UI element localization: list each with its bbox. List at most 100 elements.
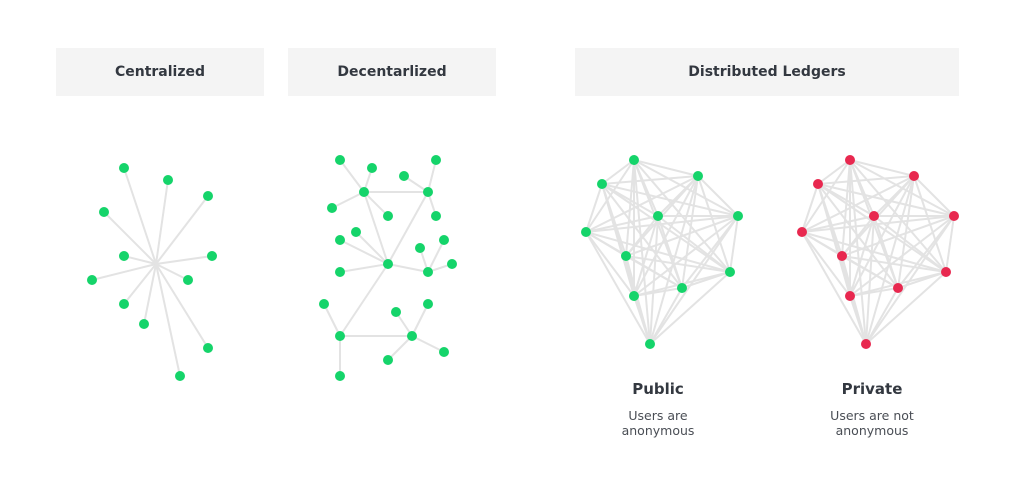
private-node: [949, 211, 959, 221]
public-edge: [649, 271, 731, 345]
private-desc-line2: anonymous: [835, 423, 909, 438]
decentralized-node: [335, 155, 345, 165]
decentralized-node: [327, 203, 337, 213]
private-edge: [865, 175, 915, 345]
decentralized-edge: [387, 191, 429, 265]
centralized-edge: [123, 167, 157, 265]
public-edge: [585, 231, 635, 297]
public-caption: Public Users are anonymous: [578, 380, 738, 438]
public-node: [693, 171, 703, 181]
centralized-edge: [155, 263, 209, 349]
public-node: [597, 179, 607, 189]
centralized-edge: [143, 263, 157, 325]
decentralized-node: [431, 211, 441, 221]
private-edge: [873, 215, 947, 273]
centralized-edge: [123, 263, 157, 305]
private-node: [845, 291, 855, 301]
decentralized-node: [423, 267, 433, 277]
public-edge: [601, 183, 739, 217]
decentralized-edge: [427, 159, 437, 193]
centralized-node: [99, 207, 109, 217]
public-node: [677, 283, 687, 293]
distributed-header: Distributed Ledgers: [575, 48, 959, 96]
private-edge: [801, 231, 947, 273]
private-node: [813, 179, 823, 189]
decentralized-node: [391, 307, 401, 317]
private-desc-line1: Users are not: [830, 408, 914, 423]
decentralized-header: Decentarlized: [288, 48, 496, 96]
private-edge: [945, 215, 955, 273]
centralized-node: [207, 251, 217, 261]
public-description: Users are anonymous: [578, 408, 738, 438]
centralized-title: Centralized: [114, 64, 206, 80]
private-edge: [801, 231, 867, 345]
public-edge: [729, 215, 739, 273]
decentralized-edge: [363, 191, 389, 265]
private-edge: [817, 175, 915, 185]
centralized-node: [119, 251, 129, 261]
private-edge: [801, 231, 851, 297]
private-edge: [841, 255, 899, 289]
private-edge: [801, 183, 819, 233]
private-caption: Private Users are not anonymous: [792, 380, 952, 438]
centralized-edge: [91, 263, 157, 281]
private-node: [869, 211, 879, 221]
private-edge: [913, 175, 955, 217]
private-edge: [849, 159, 867, 345]
decentralized-node: [407, 331, 417, 341]
public-edge: [633, 215, 739, 297]
decentralized-node: [383, 355, 393, 365]
private-edge: [849, 175, 915, 297]
private-edge: [841, 215, 875, 257]
private-node: [797, 227, 807, 237]
private-edge: [801, 175, 915, 233]
decentralized-node: [335, 371, 345, 381]
public-edge: [633, 159, 699, 177]
centralized-edge: [123, 255, 157, 265]
centralized-node: [203, 191, 213, 201]
public-edge: [681, 175, 699, 289]
public-node: [581, 227, 591, 237]
centralized-edge: [155, 263, 181, 377]
public-edge: [585, 215, 659, 233]
decentralized-edge: [339, 159, 365, 193]
decentralized-node: [383, 211, 393, 221]
decentralized-edge: [339, 263, 389, 337]
public-desc-line1: Users are: [628, 408, 688, 423]
private-node: [893, 283, 903, 293]
decentralized-node: [447, 259, 457, 269]
private-edge: [817, 159, 851, 185]
centralized-node: [175, 371, 185, 381]
public-edge: [625, 215, 659, 257]
decentralized-edge: [427, 239, 445, 273]
decentralized-node: [399, 171, 409, 181]
decentralized-node: [319, 299, 329, 309]
centralized-node: [203, 343, 213, 353]
decentralized-edge: [387, 335, 413, 361]
public-edge: [625, 255, 731, 273]
public-edge: [633, 159, 651, 345]
public-edge: [657, 215, 683, 289]
decentralized-edge: [387, 263, 429, 273]
private-edge: [873, 215, 899, 289]
decentralized-node: [351, 227, 361, 237]
public-edge: [601, 175, 699, 185]
private-edge: [841, 255, 947, 273]
public-edge: [625, 255, 683, 289]
public-node: [733, 211, 743, 221]
centralized-node: [87, 275, 97, 285]
public-edge: [697, 175, 739, 217]
decentralized-edge: [363, 191, 389, 217]
private-node: [941, 267, 951, 277]
centralized-node: [119, 163, 129, 173]
centralized-node: [183, 275, 193, 285]
private-edge: [849, 159, 915, 177]
decentralized-node: [439, 347, 449, 357]
private-edge: [849, 295, 867, 345]
centralized-edge: [155, 255, 213, 265]
public-node: [725, 267, 735, 277]
centralized-edge: [155, 263, 189, 281]
decentralized-node: [383, 259, 393, 269]
decentralized-edge: [339, 239, 389, 265]
